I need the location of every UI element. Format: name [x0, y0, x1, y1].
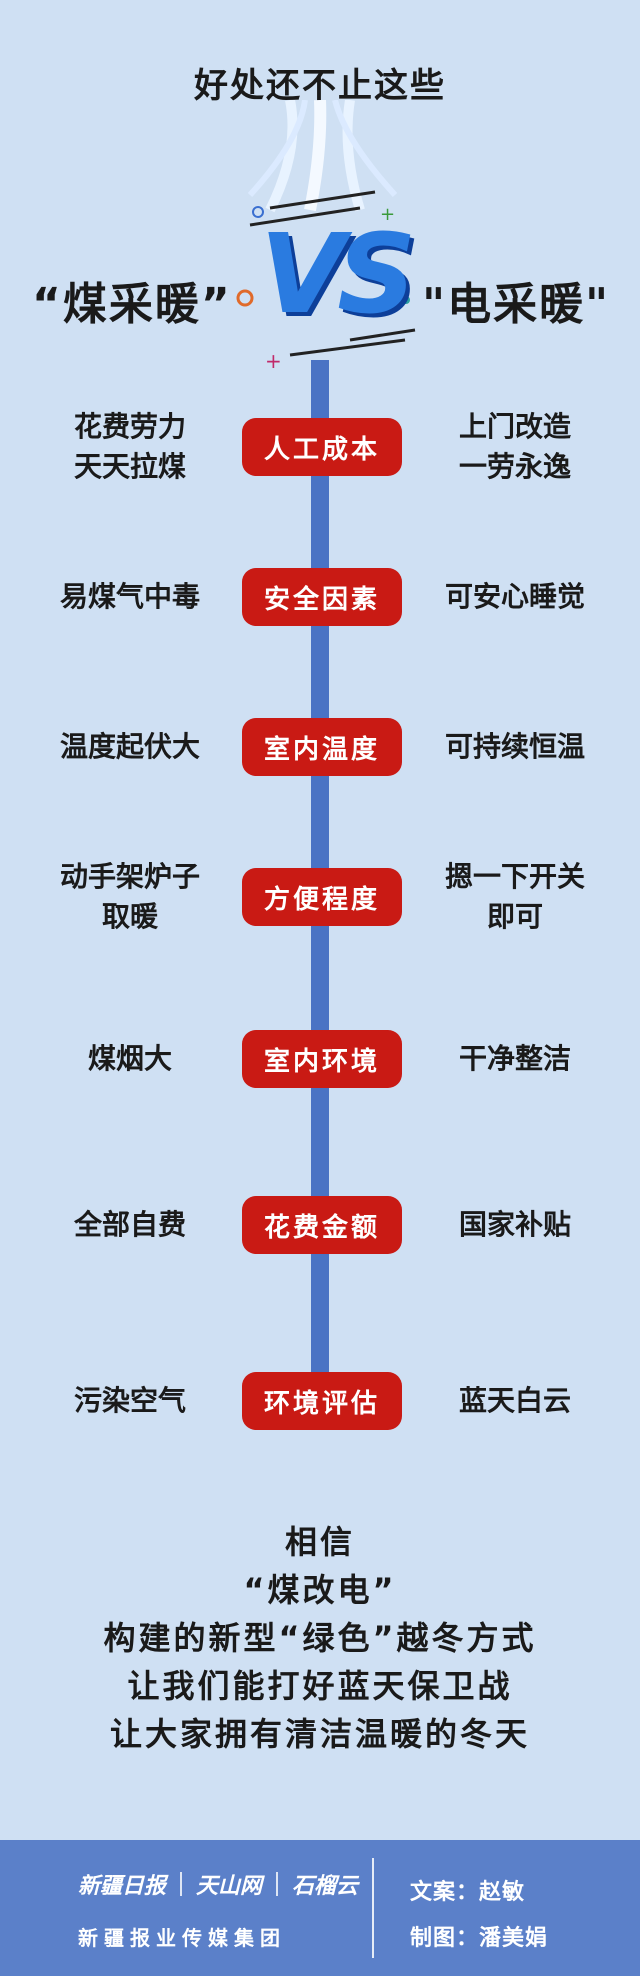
- copywriter-credit: 文案：赵敏: [410, 1880, 526, 1905]
- publisher-logos: 新疆日报 天山网 石榴云: [78, 1868, 358, 1900]
- category-badge: 环境评估: [242, 1372, 402, 1430]
- category-badge: 花费金额: [242, 1196, 402, 1254]
- electric-point: 蓝天白云: [458, 1384, 571, 1417]
- logo-divider: [180, 1872, 183, 1896]
- vs-label: VS: [260, 210, 416, 338]
- svg-text:+: +: [265, 349, 282, 370]
- closing-message: 相信 “煤改电” 构建的新型“绿色”越冬方式 让我们能打好蓝天保卫战 让大家拥有…: [0, 1518, 640, 1758]
- closing-line: 让大家拥有清洁温暖的冬天: [109, 1715, 530, 1753]
- category-badge: 人工成本: [242, 418, 402, 476]
- media-group-name: 新疆报业传媒集团: [78, 1926, 286, 1950]
- electric-point: 摁一下开关 即可: [444, 860, 585, 933]
- closing-line: 相信: [284, 1523, 355, 1561]
- category-badge: 安全因素: [242, 568, 402, 626]
- electric-point: 干净整洁: [458, 1042, 571, 1075]
- closing-line: 构建的新型“绿色”越冬方式: [103, 1619, 537, 1657]
- coal-point: 花费劳力 天天拉煤: [73, 410, 186, 483]
- closing-line: 让我们能打好蓝天保卫战: [127, 1667, 513, 1705]
- category-badge: 室内温度: [242, 718, 402, 776]
- coal-heating-title: “煤采暖”: [32, 279, 232, 330]
- category-badge: 室内环境: [242, 1030, 402, 1088]
- light-beams-decoration: [247, 100, 398, 213]
- electric-point: 可安心睡觉: [444, 580, 585, 613]
- tianshan-net-logo: 天山网: [196, 1873, 263, 1899]
- xinjiang-daily-logo: 新疆日报: [78, 1873, 167, 1899]
- electric-point: 可持续恒温: [444, 730, 585, 763]
- closing-line: “煤改电”: [243, 1571, 397, 1609]
- vs-emblem: + + VS: [230, 190, 420, 373]
- page-title: 好处还不止这些: [194, 66, 446, 106]
- coal-point: 温度起伏大: [59, 730, 200, 763]
- coal-point: 煤烟大: [87, 1042, 172, 1075]
- footer: 新疆日报 天山网 石榴云 新疆报业传媒集团 文案：赵敏 制图：潘美娟: [0, 1840, 640, 1976]
- svg-text:+: +: [380, 204, 395, 225]
- designer-credit: 制图：潘美娟: [410, 1926, 549, 1951]
- coal-point: 污染空气: [73, 1384, 186, 1417]
- coal-point: 动手架炉子 取暖: [59, 860, 200, 933]
- electric-point: 国家补贴: [458, 1208, 571, 1241]
- category-badge: 方便程度: [242, 868, 402, 926]
- footer-divider: [372, 1858, 374, 1958]
- electric-heating-title: "电采暖": [422, 279, 610, 330]
- electric-point: 上门改造 一劳永逸: [458, 410, 571, 483]
- shiliuyun-logo: 石榴云: [292, 1873, 359, 1899]
- logo-divider: [276, 1872, 279, 1896]
- coal-point: 全部自费: [73, 1208, 186, 1241]
- coal-point: 易煤气中毒: [59, 580, 200, 613]
